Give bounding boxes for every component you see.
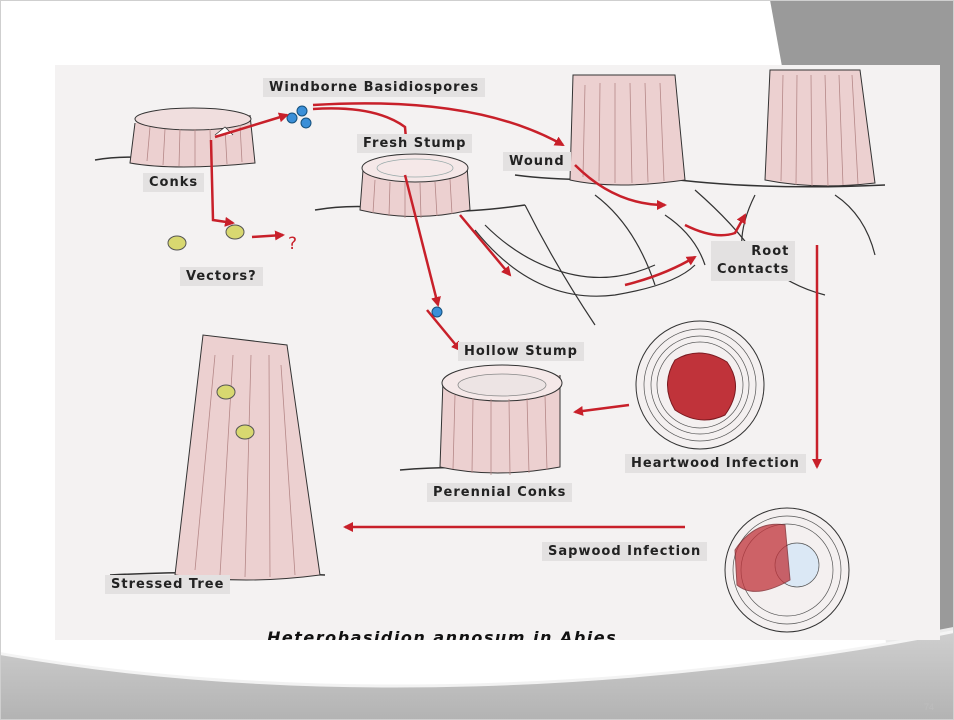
slide-number: 74 xyxy=(924,702,934,712)
